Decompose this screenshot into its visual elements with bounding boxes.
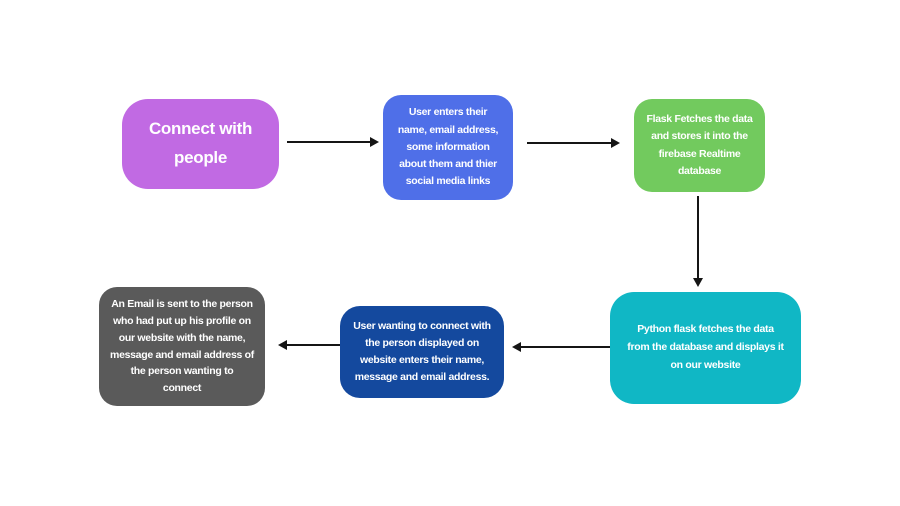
node-python-displays-data-label: Python flask fetches the data from the d… — [627, 323, 784, 371]
node-connect-with-people-label: Connect with people — [148, 119, 253, 167]
node-flask-stores-data-label: Flask Fetches the data and stores it int… — [646, 112, 753, 177]
node-email-sent-to-person: An Email is sent to the person who had p… — [99, 287, 265, 406]
arrow-wanting-to-email-icon — [278, 340, 340, 350]
arrow-userenters-to-flask-icon — [527, 138, 620, 148]
node-user-enters-details-label: User enters their name, email address, s… — [397, 106, 499, 188]
arrow-connect-to-userenters-icon — [287, 137, 379, 147]
node-user-wanting-connect-label: User wanting to connect with the person … — [353, 320, 491, 383]
node-flask-stores-data: Flask Fetches the data and stores it int… — [634, 99, 765, 192]
arrow-flask-to-python-icon — [693, 196, 703, 287]
node-email-sent-to-person-label: An Email is sent to the person who had p… — [110, 298, 254, 395]
arrow-python-to-wanting-icon — [512, 342, 610, 352]
node-python-displays-data: Python flask fetches the data from the d… — [610, 292, 801, 404]
node-connect-with-people: Connect with people — [122, 99, 279, 189]
node-user-enters-details: User enters their name, email address, s… — [383, 95, 513, 200]
node-user-wanting-connect: User wanting to connect with the person … — [340, 306, 504, 398]
